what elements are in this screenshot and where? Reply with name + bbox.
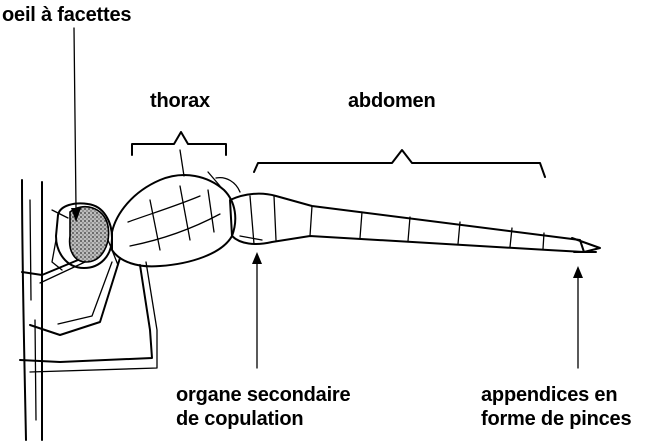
copulation-organ-label: organe secondaire de copulation [176,383,350,431]
plant-stem [22,180,42,440]
abdomen-bracket [254,150,545,177]
abdomen-body [230,194,584,252]
terminal-appendages [572,238,600,252]
head [52,203,112,270]
abdomen-label: abdomen [348,89,436,113]
appendages-label-line1: appendices en [481,383,631,407]
copulation-organ-label-line1: organe secondaire [176,383,350,407]
appendages-label: appendices en forme de pinces [481,383,631,431]
compound-eye-label: oeil à facettes [2,3,131,27]
thorax-bracket [132,132,226,155]
thorax-body [112,150,240,266]
copulation-organ-label-line2: de copulation [176,407,350,431]
thorax-label: thorax [150,89,210,113]
appendages-label-line2: forme de pinces [481,407,631,431]
